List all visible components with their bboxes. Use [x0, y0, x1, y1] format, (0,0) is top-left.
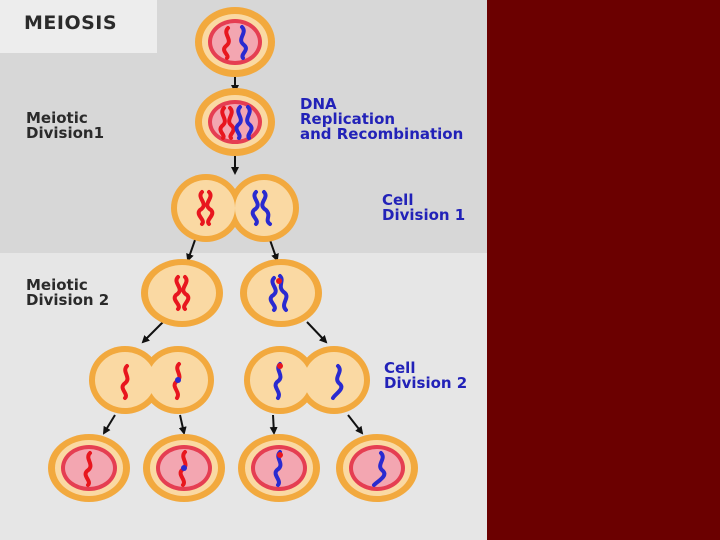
chromatid-blue-a — [273, 362, 283, 400]
label-line: and Recombination — [300, 125, 464, 143]
chromosome-blue-pair — [250, 190, 272, 226]
arrow-right-daughter-to-pair-right — [306, 321, 328, 344]
slide-title: MEIOSIS — [24, 12, 118, 34]
gamete-2 — [143, 434, 225, 502]
label-meiotic-division-1: Meiotic Division1 — [26, 111, 104, 141]
chromatid-red-2 — [227, 106, 236, 140]
label-line: Replication — [300, 110, 396, 128]
meiosis-diagram — [48, 7, 418, 502]
chromatid-blue-2 — [245, 105, 254, 140]
label-line: Division 2 — [384, 374, 468, 392]
arrow-to-gamete-2 — [178, 414, 187, 435]
arrow-to-gamete-3 — [269, 414, 278, 435]
arrow-stage3-to-right-daughter — [269, 239, 279, 262]
label-cell-division-2: Cell Division 2 — [384, 361, 467, 391]
label-line: Division1 — [26, 124, 105, 142]
label-line: Division 1 — [382, 206, 466, 224]
gamete-3 — [238, 434, 320, 502]
gamete-1 — [48, 434, 130, 502]
chromosome-red — [83, 451, 93, 487]
chromosome-blue — [372, 451, 387, 487]
label-dna-replication: DNA Replication and Recombination — [300, 97, 463, 142]
label-line: Division 2 — [26, 291, 110, 309]
arrow-left-daughter-to-pair-left — [141, 321, 164, 344]
chromosome-red-pair — [196, 190, 215, 226]
daughter-cell-left — [141, 259, 223, 327]
chromatid-blue-b — [331, 364, 344, 400]
replicated-cell — [195, 88, 275, 156]
label-line: Cell — [382, 191, 414, 209]
label-meiotic-division-2: Meiotic Division 2 — [26, 278, 109, 308]
arrow-to-gamete-4 — [347, 414, 364, 435]
dividing-cell-2-right — [244, 346, 370, 414]
label-line: Meiotic — [26, 109, 88, 127]
title-box: MEIOSIS — [0, 0, 157, 53]
daughter-cell-right — [240, 259, 322, 327]
dividing-cell-1 — [171, 174, 299, 242]
parent-cell — [195, 7, 275, 77]
side-panel — [487, 0, 720, 540]
arrow-to-gamete-1 — [102, 414, 116, 435]
chromosome-red-pair — [172, 275, 191, 311]
chromosome-blue-pair — [268, 276, 278, 312]
chromatid-red-a — [120, 364, 130, 400]
chromosome-maternal — [222, 26, 231, 60]
label-line: Cell — [384, 359, 416, 377]
chromatid-red-1 — [218, 106, 227, 140]
label-line: DNA — [300, 95, 337, 113]
label-line: Meiotic — [26, 276, 88, 294]
chromosome-paternal — [239, 25, 248, 60]
dividing-cell-2-left — [89, 346, 214, 414]
arrows — [102, 77, 364, 435]
label-cell-division-1: Cell Division 1 — [382, 193, 465, 223]
gamete-4 — [336, 434, 418, 502]
arrow-stage3-to-left-daughter — [186, 239, 196, 262]
chromatid-blue-1 — [234, 105, 243, 140]
